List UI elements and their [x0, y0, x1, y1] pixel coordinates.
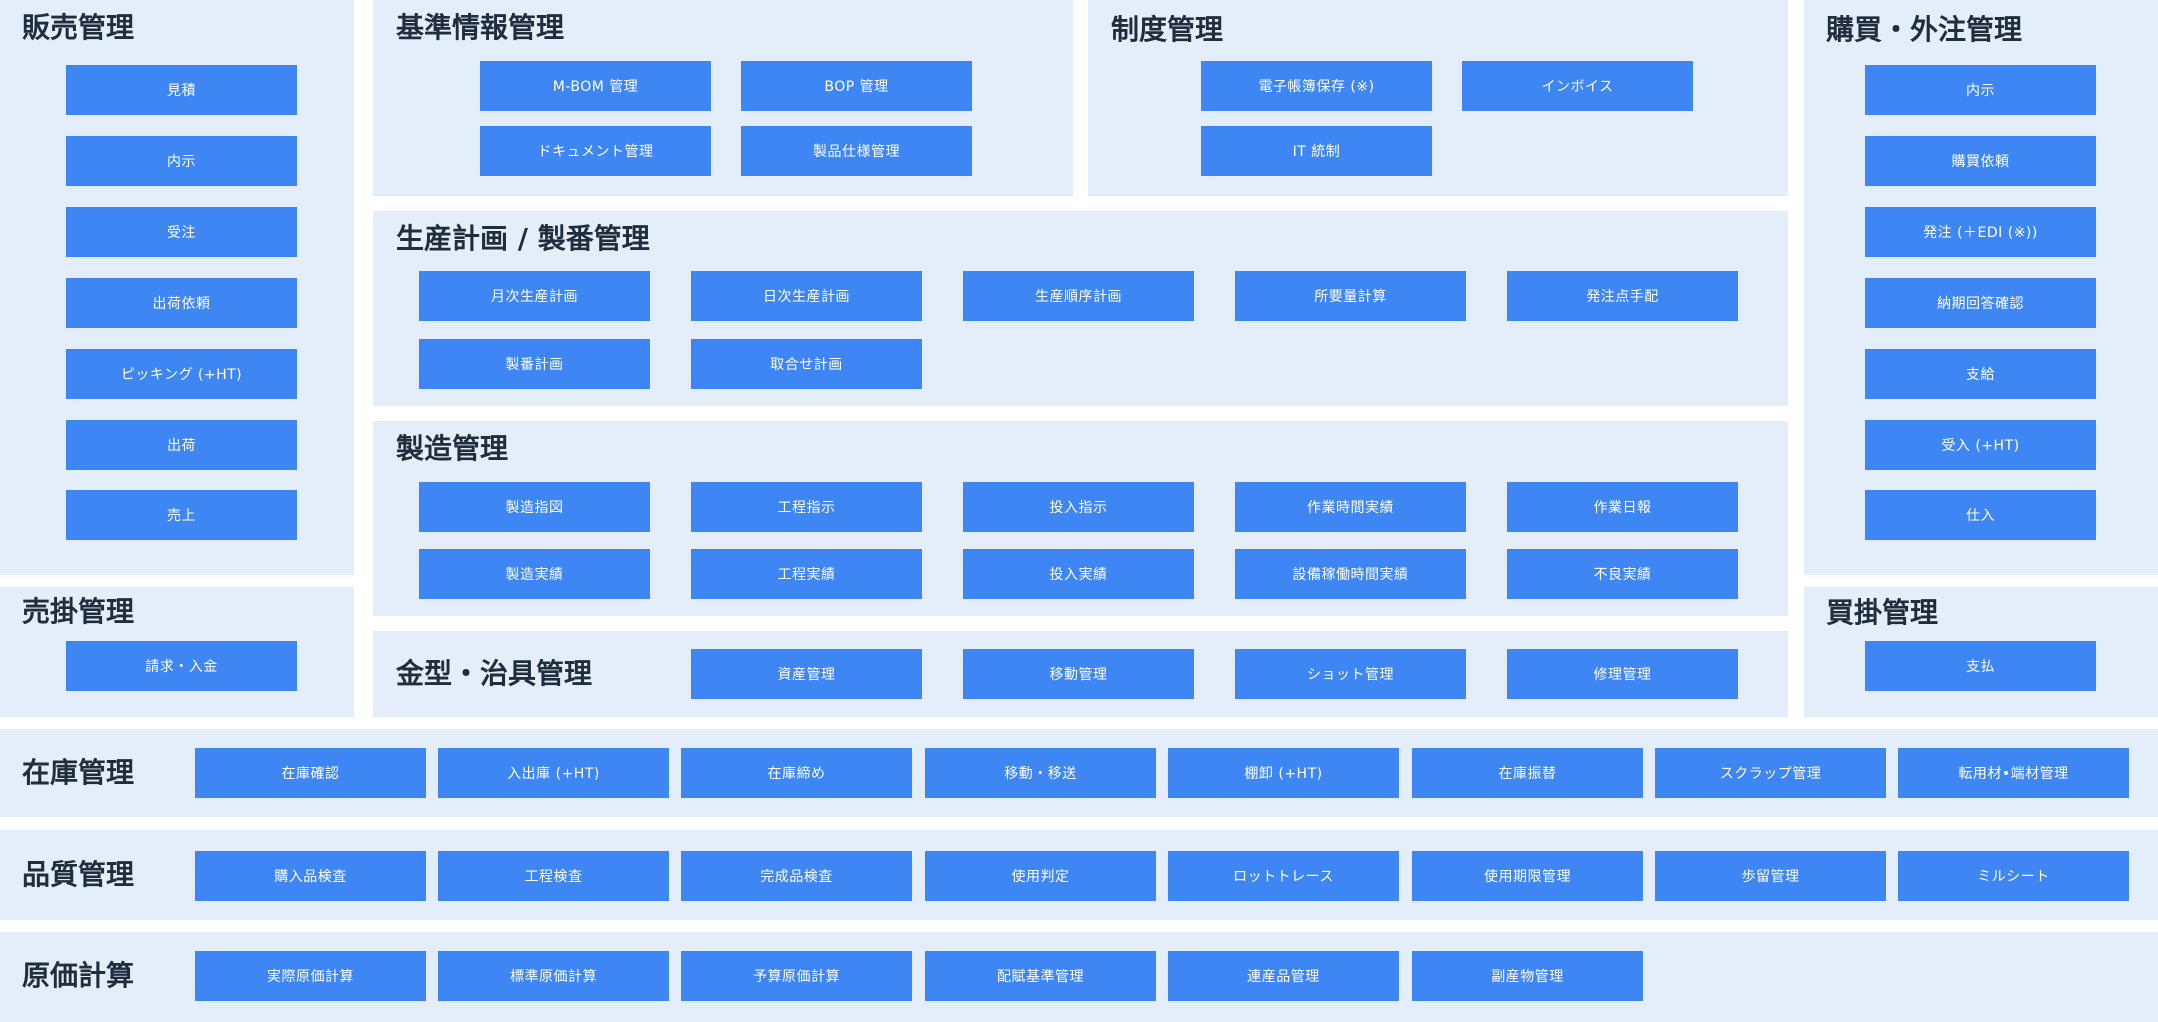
costing-title: 原価計算 — [22, 959, 135, 992]
purch-item-delivery-confirm[interactable]: 納期回答確認 — [1865, 278, 2096, 328]
cost-item-allocation[interactable]: 配賦基準管理 — [925, 951, 1156, 1001]
manufacturing-panel: 製造管理 製造指図 工程指示 投入指示 作業時間実績 作業日報 製造実績 工程実… — [373, 421, 1788, 616]
quality-panel: 品質管理 購入品検査 工程検査 完成品検査 使用判定 ロットトレース 使用期限管… — [0, 830, 2158, 920]
sales-item-estimate[interactable]: 見積 — [66, 65, 297, 115]
planning-title: 生産計画 / 製番管理 — [396, 222, 650, 255]
master-item-mbom[interactable]: M-BOM 管理 — [480, 61, 711, 111]
mfg-item-production-result[interactable]: 製造実績 — [419, 549, 650, 599]
inventory-panel: 在庫管理 在庫確認 入出庫 (+HT) 在庫締め 移動・移送 棚卸 (+HT) … — [0, 729, 2158, 817]
sales-item-shipping-request[interactable]: 出荷依頼 — [66, 278, 297, 328]
master-title: 基準情報管理 — [396, 11, 565, 44]
payable-item-payment[interactable]: 支払 — [1865, 641, 2096, 691]
qa-item-mill-sheet[interactable]: ミルシート — [1898, 851, 2129, 901]
compliance-item-it-control[interactable]: IT 統制 — [1201, 126, 1432, 176]
purchasing-title: 購買・外注管理 — [1826, 13, 2023, 46]
receivable-title: 売掛管理 — [22, 595, 135, 628]
sales-item-sales[interactable]: 売上 — [66, 490, 297, 540]
mfg-item-equipment-uptime[interactable]: 設備稼働時間実績 — [1235, 549, 1466, 599]
inv-item-in-out[interactable]: 入出庫 (+HT) — [438, 748, 669, 798]
sales-item-picking[interactable]: ピッキング (+HT) — [66, 349, 297, 399]
planning-item-lot-number[interactable]: 製番計画 — [419, 339, 650, 389]
qa-item-yield[interactable]: 歩留管理 — [1655, 851, 1886, 901]
cost-item-joint-product[interactable]: 連産品管理 — [1168, 951, 1399, 1001]
master-item-document[interactable]: ドキュメント管理 — [480, 126, 711, 176]
inv-item-closing[interactable]: 在庫締め — [681, 748, 912, 798]
purch-item-receiving[interactable]: 受入 (+HT) — [1865, 420, 2096, 470]
master-item-bop[interactable]: BOP 管理 — [741, 61, 972, 111]
mfg-item-input-result[interactable]: 投入実績 — [963, 549, 1194, 599]
cost-item-by-product[interactable]: 副産物管理 — [1412, 951, 1643, 1001]
qa-item-process[interactable]: 工程検査 — [438, 851, 669, 901]
compliance-panel: 制度管理 電子帳簿保存 (※) インボイス IT 統制 — [1088, 0, 1788, 196]
inv-item-transfer[interactable]: 移動・移送 — [925, 748, 1156, 798]
sales-item-order[interactable]: 受注 — [66, 207, 297, 257]
payable-panel: 買掛管理 支払 — [1804, 587, 2158, 717]
qa-item-incoming[interactable]: 購入品検査 — [195, 851, 426, 901]
cost-item-standard[interactable]: 標準原価計算 — [438, 951, 669, 1001]
purch-item-request[interactable]: 購買依頼 — [1865, 136, 2096, 186]
purchasing-panel: 購買・外注管理 内示 購買依頼 発注 (＋EDI (※)) 納期回答確認 支給 … — [1804, 0, 2158, 575]
qa-item-lot-trace[interactable]: ロットトレース — [1168, 851, 1399, 901]
qa-item-expiry[interactable]: 使用期限管理 — [1412, 851, 1643, 901]
cost-item-actual[interactable]: 実際原価計算 — [195, 951, 426, 1001]
quality-title: 品質管理 — [22, 858, 135, 891]
mold-item-shot[interactable]: ショット管理 — [1235, 649, 1466, 699]
inv-item-scrap[interactable]: スクラップ管理 — [1655, 748, 1886, 798]
inv-item-check[interactable]: 在庫確認 — [195, 748, 426, 798]
purch-item-forecast[interactable]: 内示 — [1865, 65, 2096, 115]
qa-item-final[interactable]: 完成品検査 — [681, 851, 912, 901]
mold-title: 金型・治具管理 — [396, 657, 593, 690]
planning-item-daily[interactable]: 日次生産計画 — [691, 271, 922, 321]
sales-title: 販売管理 — [22, 11, 135, 44]
mfg-item-process-instruction[interactable]: 工程指示 — [691, 482, 922, 532]
inv-item-reallocation[interactable]: 在庫振替 — [1412, 748, 1643, 798]
planning-item-mrp[interactable]: 所要量計算 — [1235, 271, 1466, 321]
mold-item-repair[interactable]: 修理管理 — [1507, 649, 1738, 699]
costing-panel: 原価計算 実際原価計算 標準原価計算 予算原価計算 配賦基準管理 連産品管理 副… — [0, 932, 2158, 1022]
cost-item-budget[interactable]: 予算原価計算 — [681, 951, 912, 1001]
receivable-item-billing[interactable]: 請求・入金 — [66, 641, 297, 691]
mold-item-asset[interactable]: 資産管理 — [691, 649, 922, 699]
mfg-item-daily-report[interactable]: 作業日報 — [1507, 482, 1738, 532]
mfg-item-work-time[interactable]: 作業時間実績 — [1235, 482, 1466, 532]
inv-item-stocktake[interactable]: 棚卸 (+HT) — [1168, 748, 1399, 798]
compliance-item-invoice[interactable]: インボイス — [1462, 61, 1693, 111]
purch-item-supply[interactable]: 支給 — [1865, 349, 2096, 399]
compliance-item-e-book[interactable]: 電子帳簿保存 (※) — [1201, 61, 1432, 111]
purch-item-order-edi[interactable]: 発注 (＋EDI (※)) — [1865, 207, 2096, 257]
payable-title: 買掛管理 — [1826, 596, 1939, 629]
sales-panel: 販売管理 見積 内示 受注 出荷依頼 ピッキング (+HT) 出荷 売上 — [0, 0, 354, 575]
qa-item-usage-judgement[interactable]: 使用判定 — [925, 851, 1156, 901]
planning-item-sequence[interactable]: 生産順序計画 — [963, 271, 1194, 321]
mold-item-move[interactable]: 移動管理 — [963, 649, 1194, 699]
planning-item-reorder-point[interactable]: 発注点手配 — [1507, 271, 1738, 321]
purch-item-purchase[interactable]: 仕入 — [1865, 490, 2096, 540]
inv-item-offcut[interactable]: 転用材•端材管理 — [1898, 748, 2129, 798]
sales-item-shipping[interactable]: 出荷 — [66, 420, 297, 470]
master-item-product-spec[interactable]: 製品仕様管理 — [741, 126, 972, 176]
receivable-panel: 売掛管理 請求・入金 — [0, 587, 354, 717]
mfg-item-work-order[interactable]: 製造指図 — [419, 482, 650, 532]
planning-item-kitting[interactable]: 取合せ計画 — [691, 339, 922, 389]
compliance-title: 制度管理 — [1111, 13, 1224, 46]
planning-panel: 生産計画 / 製番管理 月次生産計画 日次生産計画 生産順序計画 所要量計算 発… — [373, 211, 1788, 406]
mfg-item-process-result[interactable]: 工程実績 — [691, 549, 922, 599]
planning-item-monthly[interactable]: 月次生産計画 — [419, 271, 650, 321]
mfg-item-input-instruction[interactable]: 投入指示 — [963, 482, 1194, 532]
mold-panel: 金型・治具管理 資産管理 移動管理 ショット管理 修理管理 — [373, 631, 1788, 717]
mfg-item-defect-result[interactable]: 不良実績 — [1507, 549, 1738, 599]
inventory-title: 在庫管理 — [22, 756, 135, 789]
sales-item-forecast[interactable]: 内示 — [66, 136, 297, 186]
master-panel: 基準情報管理 M-BOM 管理 BOP 管理 ドキュメント管理 製品仕様管理 — [373, 0, 1073, 196]
manufacturing-title: 製造管理 — [396, 432, 509, 465]
